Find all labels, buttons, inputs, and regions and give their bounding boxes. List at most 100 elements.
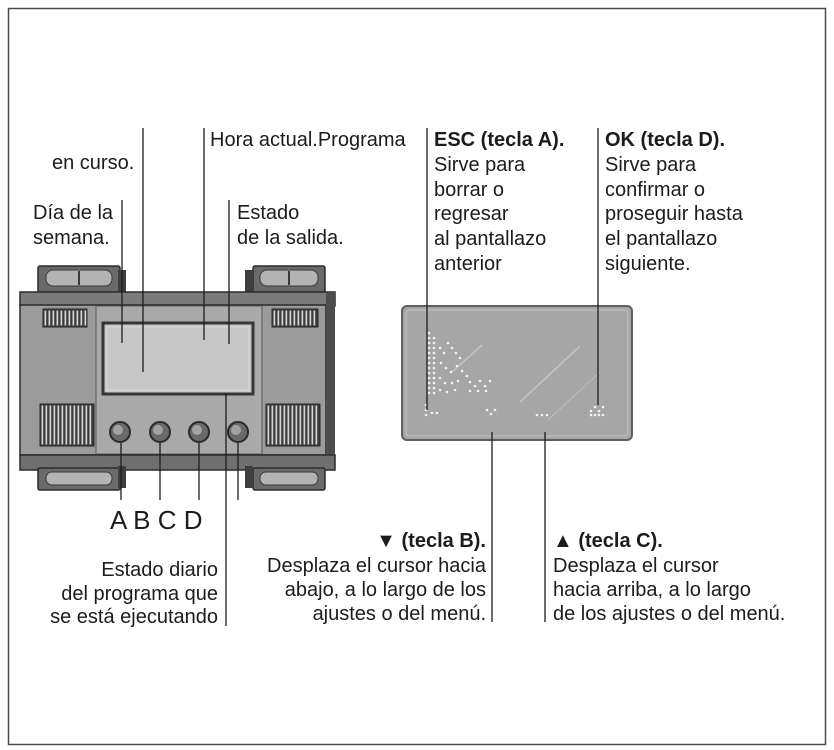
top-terminal-right: [252, 265, 326, 297]
grille-slat: [48, 310, 51, 326]
grille-slat: [56, 310, 59, 326]
grille-slat: [76, 310, 79, 326]
display-pixel-dot: [485, 408, 489, 412]
ventilation-grilles: [39, 308, 321, 447]
device-bottom-ledge: [19, 454, 336, 471]
timer-display: [101, 321, 255, 396]
display-pixel-dot: [597, 413, 601, 417]
down-key-desc-line: Desplaza el cursor hacia: [267, 555, 487, 577]
timer-device: [19, 265, 336, 491]
display-pixel-dot: [432, 366, 436, 370]
ok-key-desc-line: confirmar o: [605, 179, 705, 201]
ok-key-desc-line: Sirve para: [605, 154, 697, 176]
display-panel: [401, 305, 633, 441]
up-key-desc-line: Desplaza el cursor: [553, 555, 719, 577]
grille-slat: [273, 310, 276, 326]
display-pixel-dot: [427, 366, 431, 370]
display-pixel-dots: [424, 331, 605, 417]
display-pixel-dot: [454, 351, 458, 355]
grille-slat: [64, 310, 67, 326]
display-pixel-dot: [427, 356, 431, 360]
display-pixel-dot: [450, 381, 454, 385]
button-highlight: [192, 425, 202, 435]
display-pixel-dot: [444, 366, 448, 370]
grille-slat: [57, 405, 60, 445]
grille-slat: [301, 310, 304, 326]
terminal-plate: [259, 471, 319, 486]
output-state-label-line-1: Estado: [237, 202, 299, 224]
esc-key-title: ESC (tecla A).: [434, 129, 564, 151]
ventilation-grille: [42, 308, 88, 328]
grille-slat: [287, 405, 290, 445]
grille-slat: [53, 405, 56, 445]
grille-slat: [277, 310, 280, 326]
up-key-desc-line: hacia arriba, a lo largo: [553, 579, 751, 601]
grille-slat: [291, 405, 294, 445]
display-pixel-dot: [438, 376, 442, 380]
key-letters-label: A B C D: [110, 505, 202, 535]
weekday-label-line-1: Día de la: [33, 202, 114, 224]
display-pixel-dot: [432, 371, 436, 375]
grille-slat: [283, 405, 286, 445]
display-pixel-dot: [427, 391, 431, 395]
current-program-label-line-1: Hora actual.Programa: [210, 129, 407, 151]
display-panel-body: [401, 305, 633, 441]
grille-slat: [72, 310, 75, 326]
display-pixel-dot: [427, 376, 431, 380]
grille-slat: [61, 405, 64, 445]
display-pixel-dot: [432, 341, 436, 345]
esc-key-desc-line: regresar: [434, 203, 509, 225]
display-pixel-dot: [435, 411, 439, 415]
display-pixel-dot: [427, 361, 431, 365]
display-pixel-dot: [589, 413, 593, 417]
grille-slat: [41, 405, 44, 445]
display-pixel-dot: [488, 379, 492, 383]
device-side-edge: [326, 292, 335, 470]
display-pixel-dot: [540, 413, 544, 417]
grille-slat: [297, 310, 300, 326]
display-pixel-dot: [593, 413, 597, 417]
grille-slat: [84, 310, 87, 326]
display-pixel-dot: [432, 346, 436, 350]
display-pixel-dot: [535, 413, 539, 417]
display-pixel-dot: [432, 391, 436, 395]
key-a-button: [109, 421, 131, 443]
display-pixel-dot: [597, 409, 601, 413]
display-pixel-dot: [493, 408, 497, 412]
display-pixel-dot: [427, 346, 431, 350]
grille-slat: [45, 405, 48, 445]
down-key-desc-line: abajo, a lo largo de los: [285, 579, 486, 601]
grille-slat: [305, 310, 308, 326]
grille-slat: [65, 405, 68, 445]
display-pixel-dot: [446, 341, 450, 345]
callout-labels: Hora actual.Programa en curso. Día de la…: [33, 129, 785, 628]
daily-state-label-line: se está ejecutando: [50, 606, 218, 628]
grille-slat: [295, 405, 298, 445]
current-program-label-line-2: en curso.: [52, 152, 134, 174]
grille-slat: [313, 310, 316, 326]
display-pixel-dot: [439, 361, 443, 365]
grille-slat: [271, 405, 274, 445]
ventilation-grille: [271, 308, 319, 328]
esc-key-desc-line: Sirve para: [434, 154, 526, 176]
top-post-right: [245, 270, 253, 296]
display-pixel-dot: [432, 336, 436, 340]
display-pixel-dot: [427, 371, 431, 375]
grille-slat: [315, 405, 318, 445]
display-pixel-dot: [432, 361, 436, 365]
terminal-plate: [45, 471, 113, 486]
display-panel-inner-edge: [405, 309, 629, 437]
display-pixel-dot: [432, 376, 436, 380]
display-pixel-dot: [484, 389, 488, 393]
display-pixel-dot: [593, 405, 597, 409]
grille-slat: [285, 310, 288, 326]
grille-slat: [275, 405, 278, 445]
bottom-terminal-right: [252, 467, 326, 491]
display-pixel-dot: [427, 351, 431, 355]
grille-slat: [309, 310, 312, 326]
grille-slat: [307, 405, 310, 445]
grille-slat: [73, 405, 76, 445]
grille-slat: [68, 310, 71, 326]
display-pixel-dot: [443, 381, 447, 385]
display-pixel-dot: [456, 379, 460, 383]
